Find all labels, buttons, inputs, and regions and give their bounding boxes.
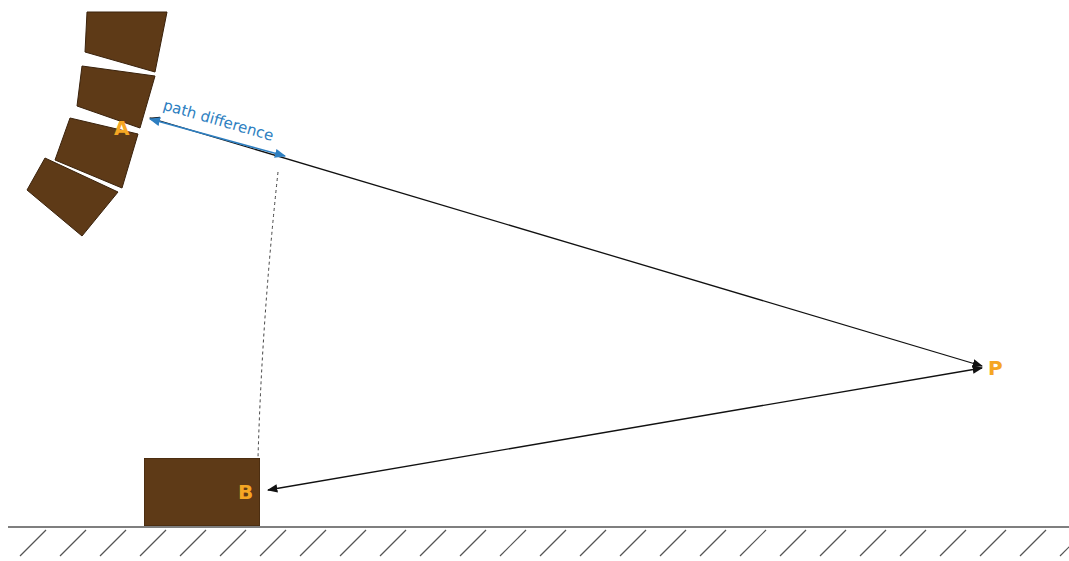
line-array-speaker: A	[22, 8, 172, 240]
point-letter: P	[988, 356, 1003, 380]
point-letter: A	[114, 118, 129, 138]
ground-hatch	[20, 530, 1069, 556]
line-array-speaker-shape	[22, 8, 172, 240]
path-a-p	[150, 118, 982, 366]
point-letter: B	[238, 482, 253, 502]
path-b-p	[268, 368, 982, 490]
subwoofer-box: B	[144, 458, 260, 526]
ground-line	[8, 526, 1069, 528]
equal-distance-arc	[258, 172, 278, 458]
